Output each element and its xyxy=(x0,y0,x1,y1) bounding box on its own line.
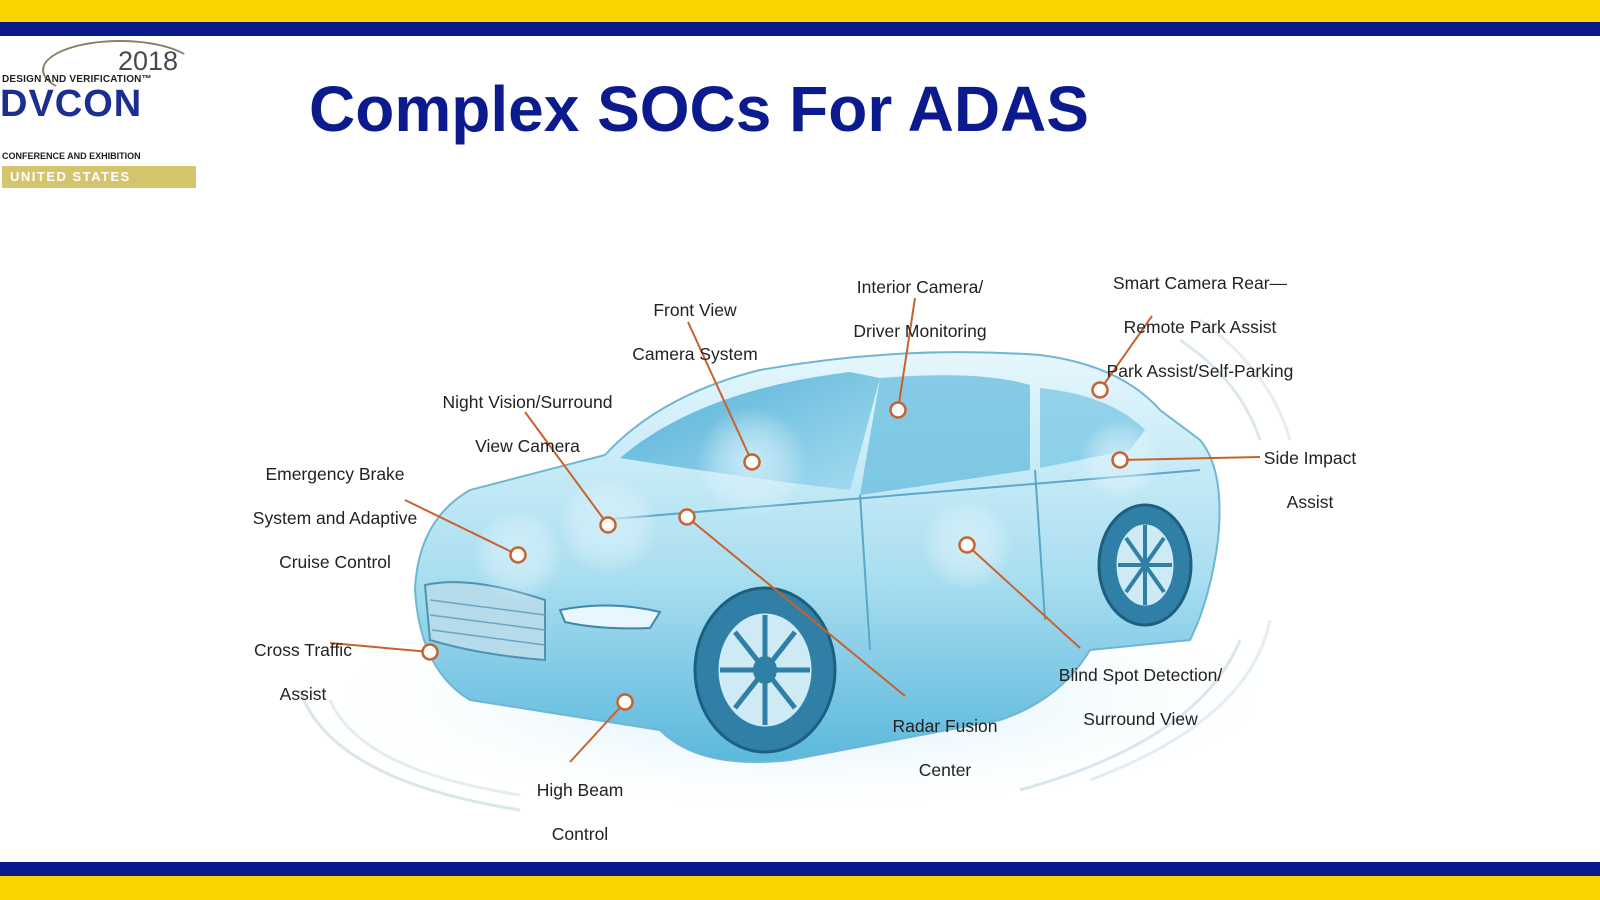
logo-name: DVCON xyxy=(0,83,143,125)
logo-year: 2018 xyxy=(118,46,179,76)
label-smart-camera: Smart Camera Rear— Remote Park Assist Pa… xyxy=(1106,273,1294,381)
leader-blind-spot xyxy=(966,544,1081,649)
marker-cross-traffic xyxy=(421,643,439,661)
leader-cross-traffic xyxy=(329,642,431,653)
label-front-view: Front View Camera System xyxy=(632,300,758,364)
marker-blind-spot xyxy=(958,536,976,554)
logo-region: UNITED STATES xyxy=(2,166,196,188)
label-cross-traffic: Cross Traffic Assist xyxy=(254,640,352,704)
marker-interior-camera xyxy=(889,401,907,419)
front-wheel xyxy=(693,586,837,754)
top-navy-band xyxy=(0,22,1600,36)
label-high-beam: High Beam Control xyxy=(536,780,624,844)
marker-front-view xyxy=(743,453,761,471)
marker-high-beam xyxy=(616,693,634,711)
leader-lines xyxy=(329,297,1261,763)
logo-subtitle: CONFERENCE AND EXHIBITION xyxy=(2,151,141,161)
rear-wheel xyxy=(1097,503,1193,627)
leader-front-view xyxy=(687,321,753,463)
dvcon-logo: 2018 DESIGN AND VERIFICATION™ DVCON CONF… xyxy=(0,38,205,188)
label-radar-fusion: Radar Fusion Center xyxy=(892,716,998,780)
marker-smart-camera xyxy=(1091,381,1109,399)
leader-side-impact xyxy=(1119,456,1261,461)
leader-night-vision xyxy=(524,411,609,526)
leader-radar-fusion xyxy=(686,516,906,697)
label-emergency-brake: Emergency Brake System and Adaptive Crui… xyxy=(252,464,418,572)
label-night-vision: Night Vision/Surround View Camera xyxy=(442,392,613,456)
logo-tagline: DESIGN AND VERIFICATION™ xyxy=(2,74,152,85)
leader-emergency-brake xyxy=(404,499,519,556)
bottom-navy-band xyxy=(0,862,1600,876)
label-blind-spot: Blind Spot Detection/ Surround View xyxy=(1058,665,1223,729)
leader-high-beam xyxy=(569,701,626,763)
marker-side-impact xyxy=(1111,451,1129,469)
bottom-yellow-band xyxy=(0,876,1600,900)
top-yellow-band xyxy=(0,0,1600,22)
label-interior-camera: Interior Camera/ Driver Monitoring xyxy=(853,277,987,341)
sensor-markers xyxy=(421,381,1129,711)
label-side-impact: Side Impact Assist xyxy=(1263,448,1357,512)
slide-title: Complex SOCs For ADAS xyxy=(309,73,1089,145)
leader-smart-camera xyxy=(1099,315,1153,391)
car-illustration xyxy=(413,351,1221,763)
logo-ring xyxy=(42,40,198,100)
marker-radar-fusion xyxy=(678,508,696,526)
leader-interior-camera xyxy=(897,297,916,411)
marker-night-vision xyxy=(599,516,617,534)
marker-emergency-brake xyxy=(509,546,527,564)
